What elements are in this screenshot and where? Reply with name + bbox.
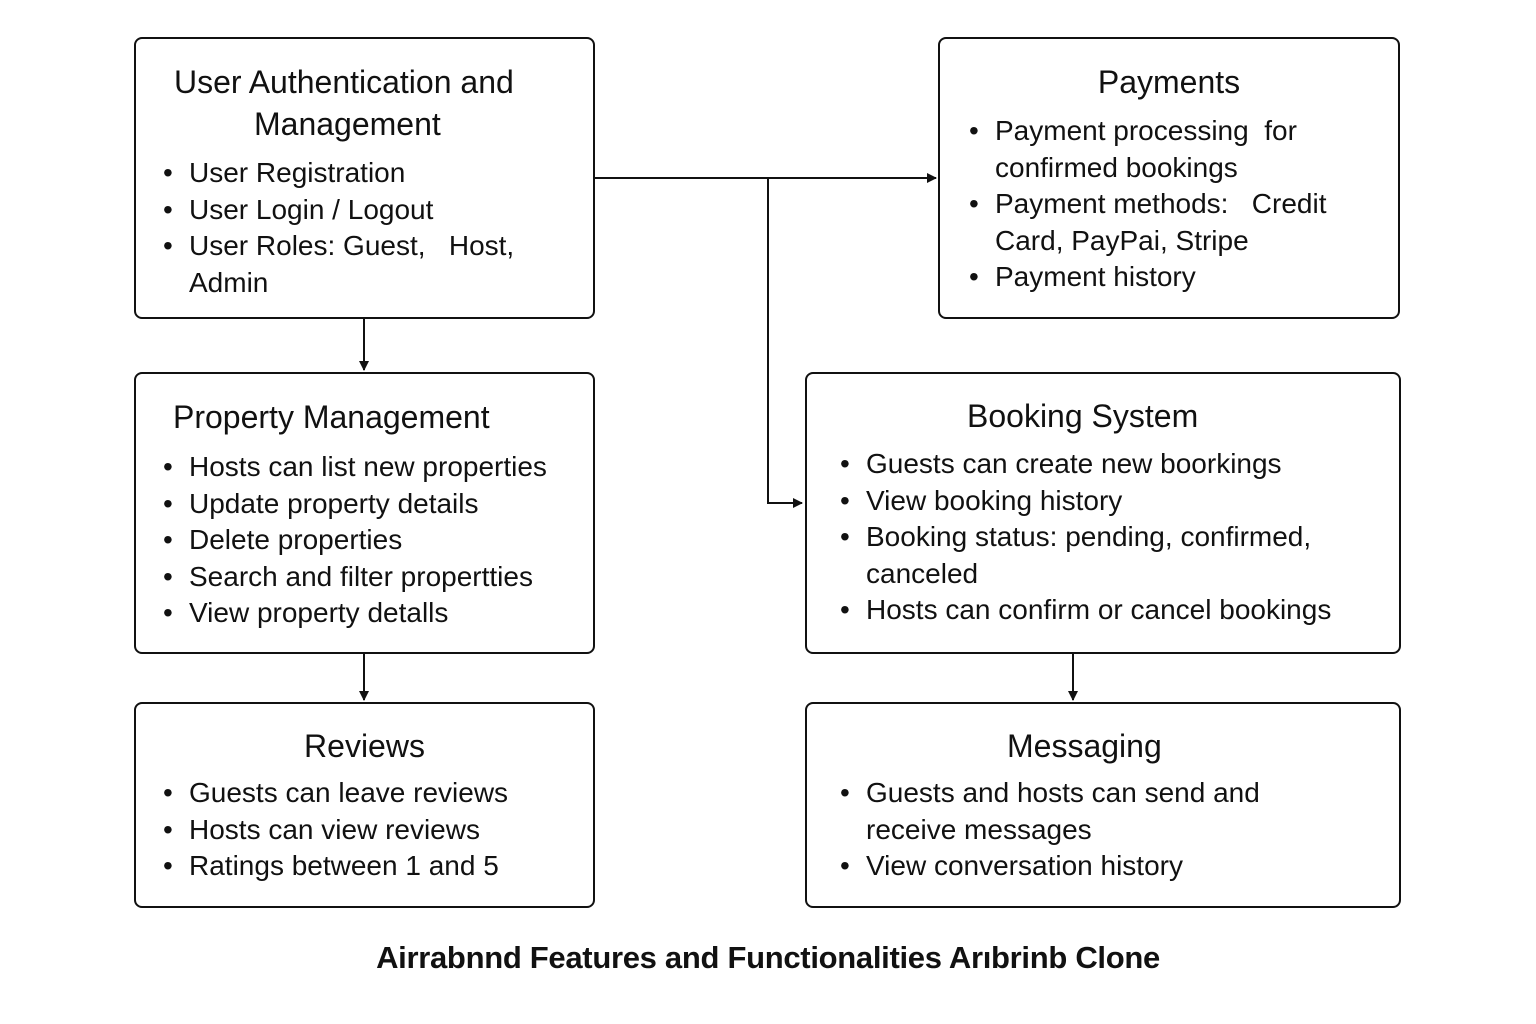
list-item: Delete properties [163, 522, 547, 559]
user-auth-title: User Authentication and Management [174, 61, 514, 145]
list-item: Hosts can list new properties [163, 449, 547, 486]
list-item: User Login / Logout [163, 192, 563, 229]
list-item: Guests can leave reviews [163, 775, 508, 812]
list-item: View conversation history [840, 848, 1280, 885]
list-item: View property detalls [163, 595, 547, 632]
booking-system-list: Guests can create new boorkings View boo… [840, 446, 1385, 629]
list-item: Update property details [163, 486, 547, 523]
payments-title: Payments [1097, 64, 1241, 100]
list-item: User Roles: Guest, Host, Admin [163, 228, 563, 301]
user-auth-list: User Registration User Login / Logout Us… [163, 155, 563, 301]
list-item: Ratings between 1 and 5 [163, 848, 508, 885]
list-item: View booking history [840, 483, 1385, 520]
messaging-list: Guests and hosts can send and receive me… [840, 775, 1280, 885]
list-item: Hosts can view reviews [163, 812, 508, 849]
property-management-box: Property Management Hosts can list new p… [134, 372, 595, 654]
messaging-box: Messaging Guests and hosts can send and … [805, 702, 1401, 908]
arrow-auth-to-booking [767, 178, 803, 508]
booking-system-title: Booking System [967, 398, 1199, 434]
list-item: Payment processing for confirmed booking… [969, 113, 1359, 186]
list-item: Search and filter propertties [163, 559, 547, 596]
messaging-title: Messaging [1007, 728, 1162, 764]
user-auth-title-line-2: Management [254, 106, 441, 142]
reviews-list: Guests can leave reviews Hosts can view … [163, 775, 508, 885]
user-auth-title-line-1: User Authentication and [174, 64, 514, 100]
list-item: Payment history [969, 259, 1359, 296]
reviews-box: Reviews Guests can leave reviews Hosts c… [134, 702, 595, 908]
list-item: Payment methods: Credit Card, PayPai, St… [969, 186, 1359, 259]
booking-system-box: Booking System Guests can create new boo… [805, 372, 1401, 654]
payments-box: Payments Payment processing for confirme… [938, 37, 1400, 319]
list-item: Guests can create new boorkings [840, 446, 1385, 483]
list-item: User Registration [163, 155, 563, 192]
payments-list: Payment processing for confirmed booking… [969, 113, 1359, 296]
property-management-list: Hosts can list new properties Update pro… [163, 449, 547, 632]
list-item: Booking status: pending, confirmed, canc… [840, 519, 1385, 592]
user-auth-box: User Authentication and Management User … [134, 37, 595, 319]
list-item: Guests and hosts can send and receive me… [840, 775, 1280, 848]
list-item: Hosts can confirm or cancel bookings [840, 592, 1385, 629]
reviews-title: Reviews [304, 728, 425, 764]
property-management-title: Property Management [173, 399, 490, 435]
diagram-caption: Airrabnnd Features and Functionalities A… [376, 940, 1160, 975]
